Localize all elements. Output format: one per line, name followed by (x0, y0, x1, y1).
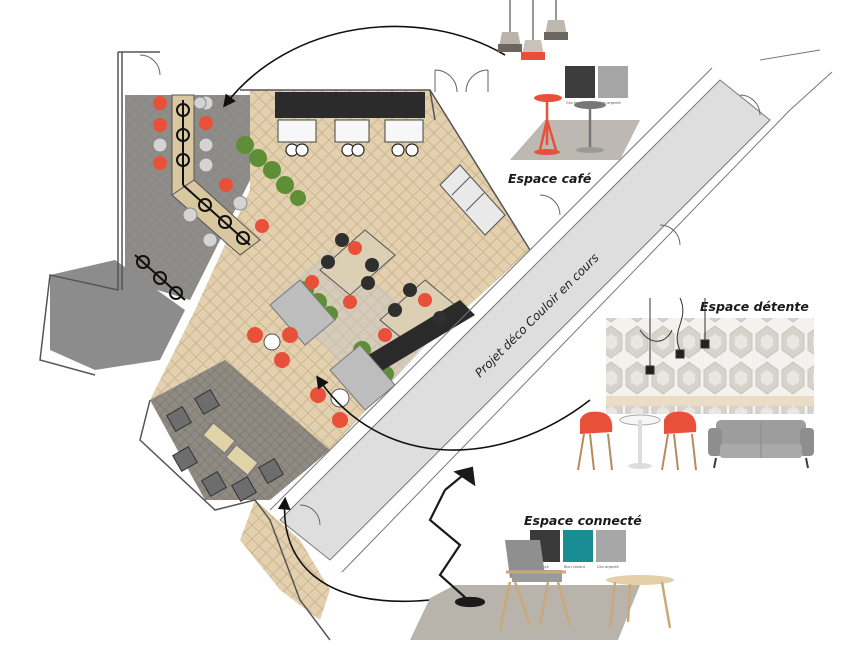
stools-top (285, 143, 419, 157)
storage-room (50, 260, 185, 370)
conn-swatch-teal (563, 530, 593, 562)
side-table (606, 575, 674, 629)
connecte-moodboard: Espace connecté Gris fonçé Bleu canard G… (410, 466, 674, 640)
round-table (619, 414, 661, 469)
pendant-lamp-icon (498, 0, 568, 60)
connected-armchairs (166, 389, 284, 502)
conn-swatch-silver (596, 530, 626, 562)
cafe-swatch-dark (565, 66, 595, 98)
cafe-long-table (171, 94, 261, 256)
lounge-tables-white (263, 333, 350, 408)
armchair-icon (577, 411, 613, 471)
armchair-icon (661, 411, 697, 471)
walls (39, 51, 531, 641)
counter-rail-left (134, 254, 186, 301)
cafe-moodboard: Gris fonçé Gris argenté Espace café (498, 0, 640, 186)
arrows (223, 25, 591, 602)
connected-carpet (150, 360, 330, 500)
conn-swatch-2-caption: Bleu canard (564, 565, 585, 569)
pendant-lamp-icon (639, 297, 710, 375)
stool-icon (574, 101, 606, 153)
floor-lamp-icon (428, 466, 486, 608)
detente-label: Espace détente (700, 299, 809, 314)
cafe-label: Espace café (508, 171, 592, 186)
connecte-label: Espace connecté (524, 513, 642, 528)
conn-swatch-3-caption: Gris argenté (597, 565, 619, 569)
cafe-rug (510, 120, 640, 160)
central-chairs-dark (321, 233, 447, 325)
arrow-curve-icon (316, 375, 591, 451)
cafe-chairs-grey (152, 95, 248, 248)
cafe-chairs-red (153, 96, 269, 233)
sofa-icon (708, 420, 814, 469)
central-chairs-red (305, 241, 432, 342)
cafe-swatch-2-caption: Gris argenté (599, 101, 621, 105)
arrow-curve-icon (223, 25, 506, 108)
bench-dark-top (275, 92, 425, 118)
high-tables-top (277, 119, 424, 143)
armchair-icon (498, 540, 572, 631)
cafe-swatch-1-caption: Gris fonçé (566, 101, 584, 105)
plan-rotated-group (39, 51, 531, 641)
lounge-chairs-red (247, 327, 348, 428)
cafe-swatch-silver (598, 66, 628, 98)
stool-icon (534, 94, 562, 155)
arrow-curve-icon (277, 496, 431, 602)
detente-moodboard: Espace détente (577, 297, 814, 471)
door-swings (139, 54, 761, 526)
connected-low-tables (202, 422, 259, 476)
kitchen-counter (439, 164, 506, 236)
